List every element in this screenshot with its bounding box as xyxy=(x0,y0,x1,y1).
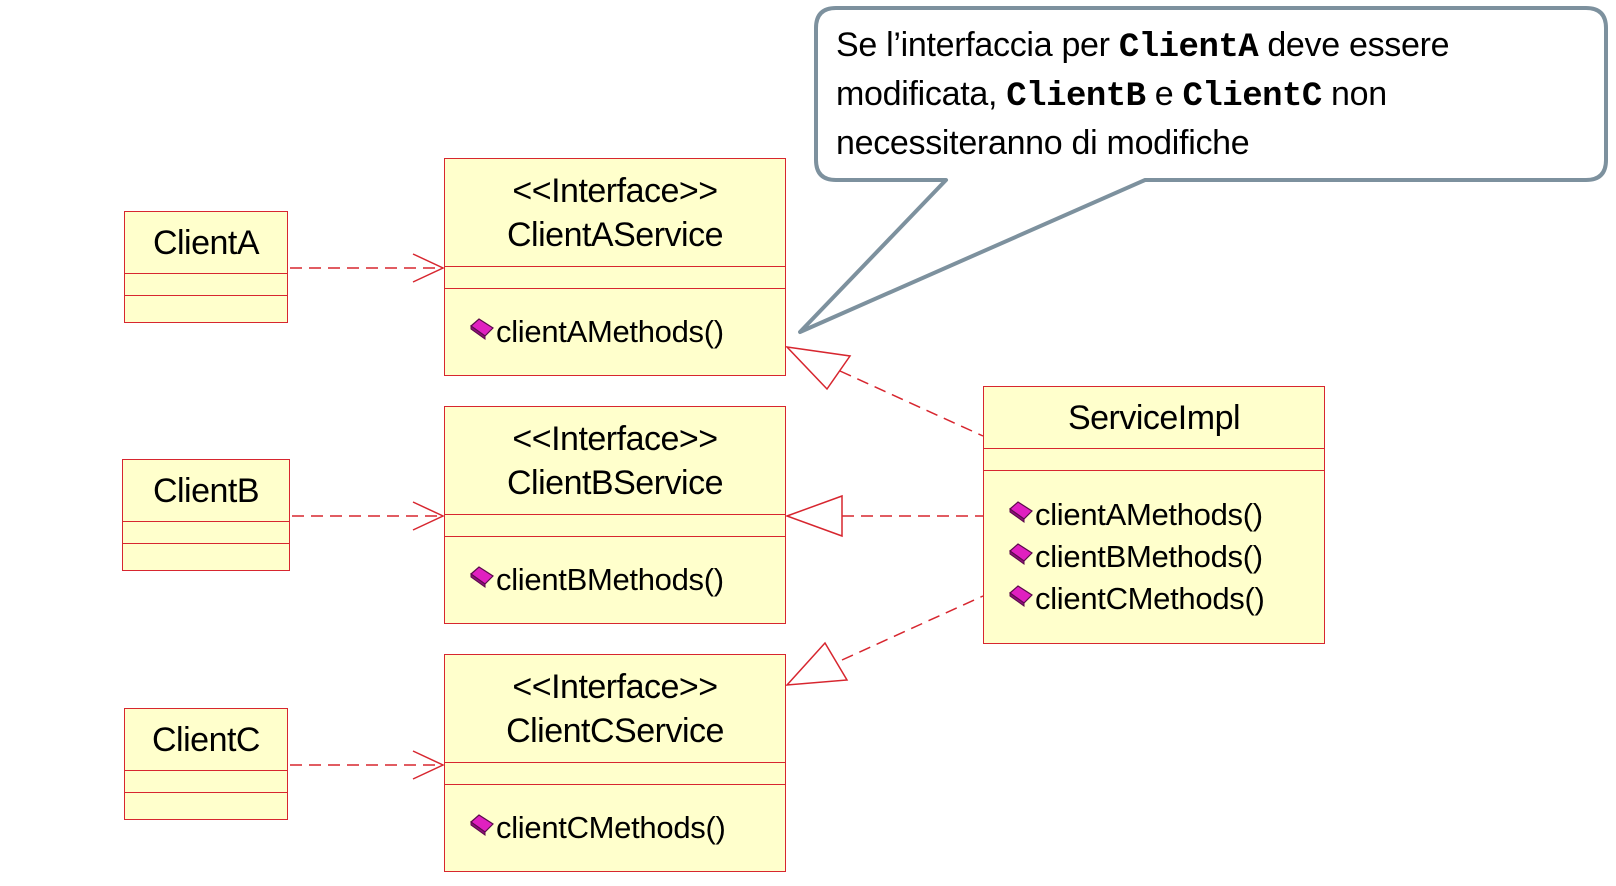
callout-balloon xyxy=(798,6,1608,334)
operation-icon xyxy=(469,316,495,340)
callout-code-clientc: ClientC xyxy=(1182,78,1323,116)
class-clientbservice-name: ClientBService xyxy=(507,463,723,502)
class-clientc-name: ClientC xyxy=(152,720,260,759)
operation-icon xyxy=(1008,583,1034,607)
callout-code-clienta: ClientA xyxy=(1118,29,1259,67)
operation-label: clientBMethods() xyxy=(1035,539,1263,574)
class-clienta-operations xyxy=(125,296,287,322)
operation-row[interactable]: clientBMethods() xyxy=(469,559,785,601)
class-clientc-name-compartment: ClientC xyxy=(125,709,287,771)
operation-icon xyxy=(1008,499,1034,523)
class-clientaservice-stereotype: <<Interface>> xyxy=(512,171,718,210)
class-clientcservice[interactable]: <<Interface>> ClientCService clientCMeth… xyxy=(444,654,786,872)
class-clientbservice-stereotype: <<Interface>> xyxy=(512,419,718,458)
class-clientcservice-operations: clientCMethods() xyxy=(445,785,785,871)
class-clienta-name: ClientA xyxy=(152,223,260,262)
dependency-clientb-clientbservice xyxy=(292,501,445,531)
operation-row[interactable]: clientAMethods() xyxy=(469,311,785,353)
callout-code-clientb: ClientB xyxy=(1006,78,1146,116)
class-serviceimpl-attributes xyxy=(984,449,1324,471)
class-clientc-operations xyxy=(125,793,287,819)
class-serviceimpl-name: ServiceImpl xyxy=(1067,398,1241,437)
callout-text-part2: deve essere modificata, xyxy=(836,26,1450,113)
class-clientb-name-compartment: ClientB xyxy=(123,460,289,522)
class-clienta[interactable]: ClientA xyxy=(124,211,288,323)
realization-serviceimpl-clientcservice xyxy=(785,595,984,686)
class-serviceimpl[interactable]: ServiceImpl clientAMethods() clientBMeth… xyxy=(983,386,1325,644)
dependency-clientc-clientcservice xyxy=(290,750,445,780)
class-clienta-name-compartment: ClientA xyxy=(125,212,287,274)
class-clienta-attributes xyxy=(125,274,287,296)
class-clientb-operations xyxy=(123,544,289,570)
class-clientaservice-operations: clientAMethods() xyxy=(445,289,785,375)
operation-icon xyxy=(1008,541,1034,565)
class-clientcservice-stereotype: <<Interface>> xyxy=(512,667,718,706)
class-clientcservice-name-compartment: <<Interface>> ClientCService xyxy=(445,655,785,763)
callout-text-part1: Se l’interfaccia per xyxy=(836,26,1119,64)
dependency-clienta-clientaservice xyxy=(290,253,445,283)
class-serviceimpl-name-compartment: ServiceImpl xyxy=(984,387,1324,449)
class-clientcservice-name: ClientCService xyxy=(506,711,724,750)
operation-label: clientAMethods() xyxy=(1035,497,1263,532)
operation-label: clientCMethods() xyxy=(496,810,726,845)
operation-row[interactable]: clientAMethods() xyxy=(1008,494,1324,536)
operation-row[interactable]: clientBMethods() xyxy=(1008,536,1324,578)
operation-row[interactable]: clientCMethods() xyxy=(469,807,785,849)
operation-label: clientBMethods() xyxy=(496,562,724,597)
class-clientbservice-operations: clientBMethods() xyxy=(445,537,785,623)
class-clientc-attributes xyxy=(125,771,287,793)
operation-label: clientAMethods() xyxy=(496,314,724,349)
class-clientaservice-name: ClientAService xyxy=(507,215,723,254)
class-clientb-name: ClientB xyxy=(152,471,260,510)
class-clientaservice-attributes xyxy=(445,267,785,289)
class-clientaservice[interactable]: <<Interface>> ClientAService clientAMeth… xyxy=(444,158,786,376)
class-clientb-attributes xyxy=(123,522,289,544)
callout-text-part3: e xyxy=(1145,75,1183,113)
class-clientbservice-attributes xyxy=(445,515,785,537)
callout-text: Se l’interfaccia per ClientA deve essere… xyxy=(836,22,1596,166)
callout-text-part4: non necessiteranno di modifiche xyxy=(836,75,1387,162)
class-clientbservice[interactable]: <<Interface>> ClientBService clientBMeth… xyxy=(444,406,786,624)
operation-icon xyxy=(469,564,495,588)
class-serviceimpl-operations: clientAMethods() clientBMethods() client… xyxy=(984,471,1324,643)
class-clientc[interactable]: ClientC xyxy=(124,708,288,820)
operation-label: clientCMethods() xyxy=(1035,581,1265,616)
class-clientaservice-name-compartment: <<Interface>> ClientAService xyxy=(445,159,785,267)
class-clientcservice-attributes xyxy=(445,763,785,785)
realization-serviceimpl-clientaservice xyxy=(784,345,984,437)
operation-icon xyxy=(469,812,495,836)
class-clientb[interactable]: ClientB xyxy=(122,459,290,571)
operation-row[interactable]: clientCMethods() xyxy=(1008,578,1324,620)
realization-serviceimpl-clientbservice xyxy=(784,494,983,538)
class-clientbservice-name-compartment: <<Interface>> ClientBService xyxy=(445,407,785,515)
